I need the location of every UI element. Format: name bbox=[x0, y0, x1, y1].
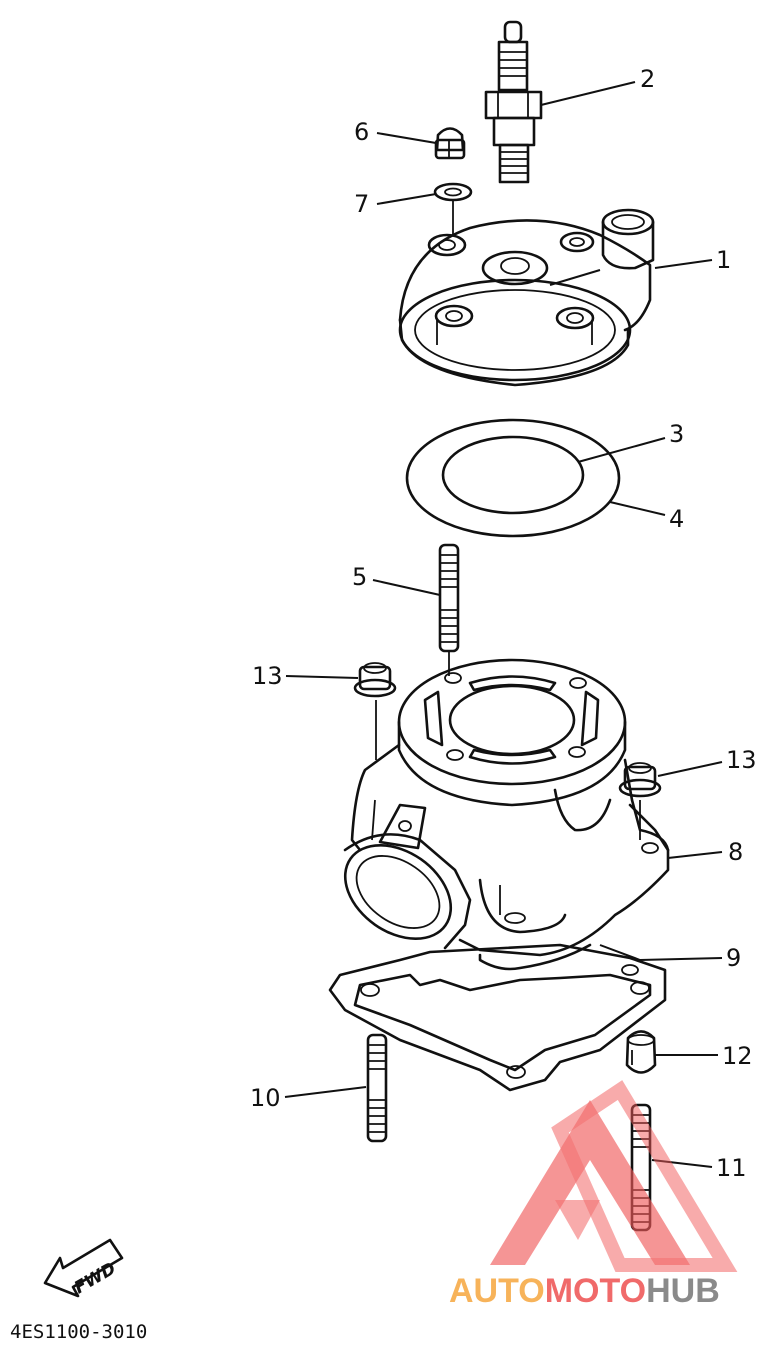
part-5-stud-bolt bbox=[438, 543, 460, 676]
callout-6: 6 bbox=[354, 118, 369, 146]
watermark-auto: AUTO bbox=[449, 1272, 545, 1310]
part-6-cap-nut bbox=[434, 127, 466, 160]
callout-13-left: 13 bbox=[252, 662, 283, 690]
drawing-code: 4ES1100-3010 bbox=[10, 1321, 147, 1343]
callout-10: 10 bbox=[250, 1084, 281, 1112]
watermark-logo bbox=[490, 1080, 738, 1272]
part-12-dowel-pin bbox=[625, 1030, 657, 1074]
callout-8: 8 bbox=[728, 838, 743, 866]
part-7-washer bbox=[433, 182, 473, 235]
callout-labels: 2 6 7 1 3 4 5 13 13 8 9 12 10 11 bbox=[250, 65, 757, 1182]
callout-2: 2 bbox=[640, 65, 655, 93]
callout-7: 7 bbox=[354, 190, 369, 218]
part-1-cylinder-head bbox=[398, 208, 655, 387]
callout-13-right: 13 bbox=[726, 746, 757, 774]
watermark-triangle-icon bbox=[490, 1100, 690, 1265]
part-10-stud-bolt bbox=[366, 1033, 388, 1143]
part-3-4-head-gasket bbox=[405, 418, 621, 538]
watermark-moto: MOTO bbox=[545, 1272, 646, 1310]
callout-1: 1 bbox=[716, 246, 731, 274]
callout-11: 11 bbox=[716, 1154, 747, 1182]
fwd-arrow-icon: FWD bbox=[43, 1238, 124, 1299]
callout-9: 9 bbox=[726, 944, 741, 972]
watermark-hub: HUB bbox=[646, 1272, 720, 1310]
part-8-cylinder bbox=[343, 658, 670, 971]
part-13-flange-nut-left bbox=[353, 662, 397, 760]
watermark-text: AUTOMOTOHUB bbox=[449, 1272, 720, 1310]
callout-4: 4 bbox=[669, 505, 684, 533]
part-2-spark-plug bbox=[484, 20, 543, 184]
leader-lines bbox=[284, 81, 723, 1168]
callout-3: 3 bbox=[669, 420, 684, 448]
part-13-flange-nut-right bbox=[618, 762, 662, 840]
callout-12: 12 bbox=[722, 1042, 753, 1070]
fwd-label: FWD bbox=[71, 1259, 120, 1299]
callout-5: 5 bbox=[352, 563, 367, 591]
part-9-base-gasket bbox=[328, 943, 667, 1092]
